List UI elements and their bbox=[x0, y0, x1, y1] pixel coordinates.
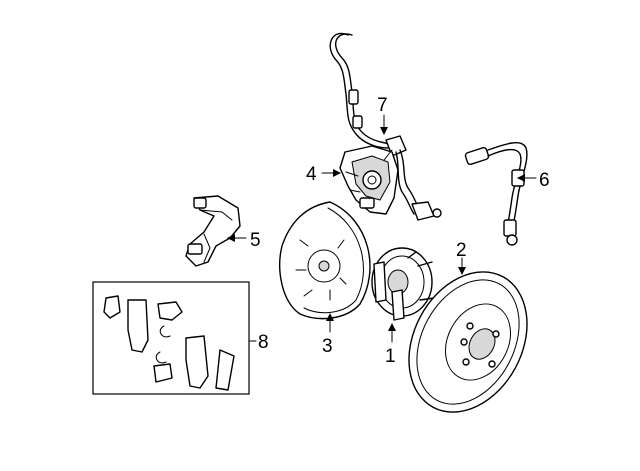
caliper-bracket-drawing bbox=[185, 195, 241, 267]
pad-kit-box bbox=[92, 281, 250, 395]
abs-sensor-wire bbox=[329, 32, 442, 221]
callout-8: 8 bbox=[258, 332, 269, 353]
callout-2: 2 bbox=[456, 240, 467, 261]
callout-1: 1 bbox=[385, 346, 396, 367]
callout-5: 5 bbox=[250, 230, 261, 251]
callout-6: 6 bbox=[539, 170, 550, 191]
brake-hose-drawing bbox=[464, 141, 528, 246]
rotor-drawing bbox=[408, 271, 528, 413]
callout-4: 4 bbox=[306, 164, 317, 185]
callout-7: 7 bbox=[377, 95, 388, 116]
callout-3: 3 bbox=[322, 336, 333, 357]
pad-kit-drawing bbox=[92, 281, 250, 395]
caliper-drawing bbox=[339, 145, 399, 215]
leader-lines bbox=[227, 114, 537, 343]
hub-drawing bbox=[371, 247, 435, 321]
splash-shield-drawing bbox=[279, 201, 371, 320]
